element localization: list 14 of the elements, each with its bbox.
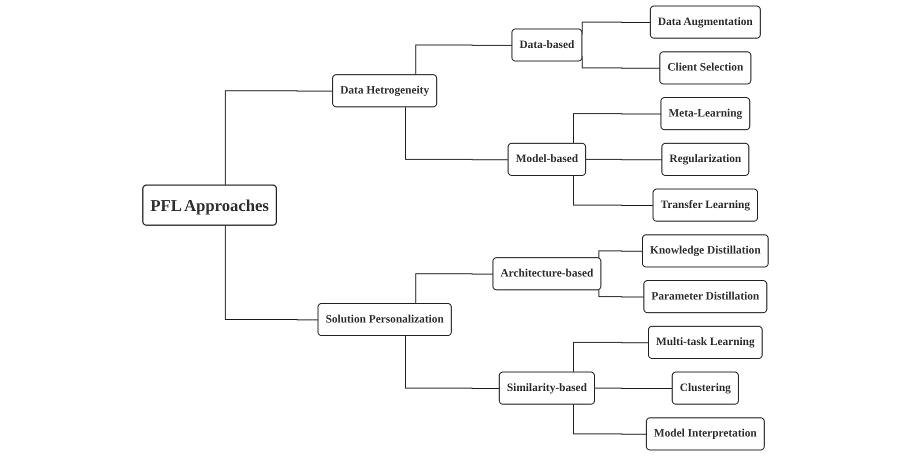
- connector: [415, 44, 513, 76]
- connector: [598, 250, 644, 259]
- connector: [573, 342, 650, 373]
- connector: [415, 273, 494, 304]
- connector: [594, 388, 674, 389]
- connector: [224, 225, 319, 320]
- connector: [598, 289, 645, 298]
- connector: [573, 113, 662, 144]
- connector: [586, 158, 663, 160]
- connector: [405, 335, 500, 389]
- connector: [224, 90, 334, 186]
- connector: [573, 175, 654, 206]
- connector: [405, 106, 509, 160]
- connector: [573, 404, 648, 435]
